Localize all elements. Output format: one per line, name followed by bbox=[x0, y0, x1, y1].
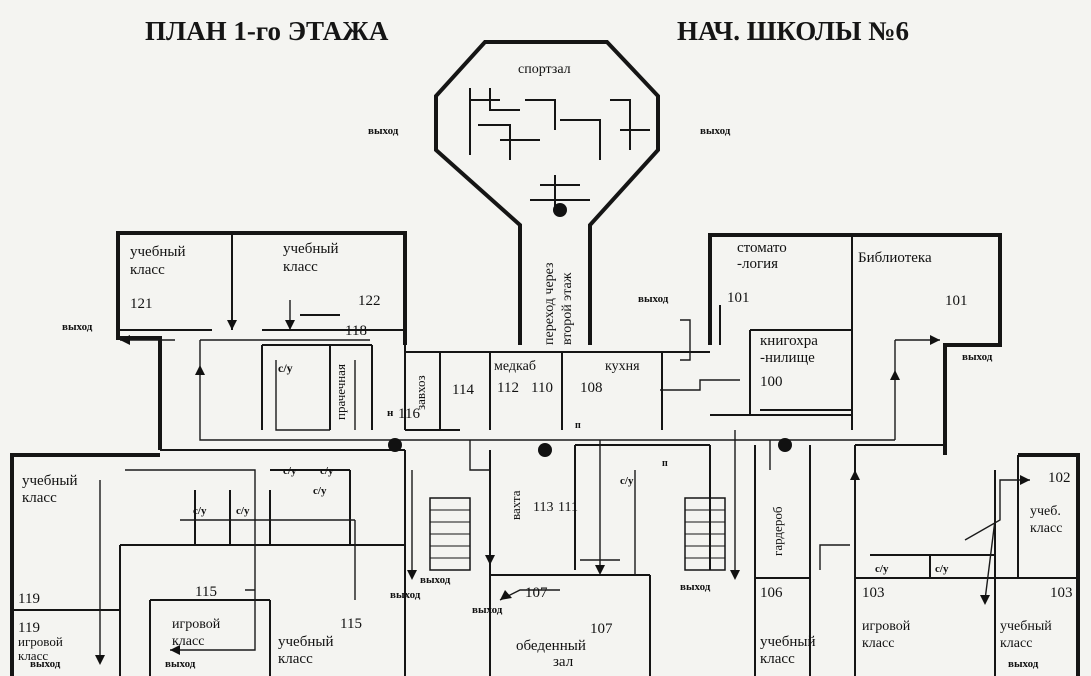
kitchen-label: кухня bbox=[605, 359, 640, 374]
room-108-number: 108 bbox=[580, 380, 603, 396]
gardrob-label: гардероб bbox=[770, 506, 785, 556]
class-102-label-b: класс bbox=[1030, 521, 1062, 536]
library-number: 101 bbox=[945, 293, 968, 309]
gym-equipment bbox=[469, 88, 650, 217]
exit-label-dent: выход bbox=[638, 293, 669, 305]
outer-walls bbox=[10, 231, 1080, 676]
vakhta-label: вахта bbox=[508, 490, 523, 520]
evacuation-routes bbox=[99, 300, 1030, 660]
passage-label-1: переход через bbox=[542, 262, 557, 345]
wc-e: с/у bbox=[313, 485, 327, 497]
extinguisher-icon bbox=[388, 438, 792, 457]
class-102-label-a: учеб. bbox=[1030, 504, 1061, 519]
room-122-label-b: класс bbox=[283, 259, 318, 275]
laundry-label: прачечная bbox=[333, 364, 348, 420]
exit-label-103: выход bbox=[1008, 658, 1039, 670]
room-122-label-a: учебный bbox=[283, 241, 338, 257]
passage-label-2: второй этаж bbox=[560, 272, 575, 345]
exit-label-library: выход bbox=[962, 351, 993, 363]
wc-c: с/у bbox=[283, 465, 297, 477]
play-103-label-a: игровой bbox=[862, 619, 911, 634]
storage-number: 100 bbox=[760, 374, 783, 390]
gym-outline bbox=[434, 40, 660, 240]
wc-f: с/у bbox=[620, 475, 634, 487]
room-106-number: 106 bbox=[760, 585, 783, 601]
room-119-label-a: учебный bbox=[22, 473, 77, 489]
wc-d: с/у bbox=[320, 465, 334, 477]
passage-corridor bbox=[518, 240, 592, 345]
play-103-label-b: класс bbox=[862, 636, 894, 651]
exit-label-stairs-3: выход bbox=[680, 581, 711, 593]
room-115-number-a: 115 bbox=[195, 584, 217, 600]
plan-title-right: НАЧ. ШКОЛЫ №6 bbox=[677, 16, 909, 46]
room-107-number-a: 107 bbox=[525, 585, 548, 601]
class-106-label-a: учебный bbox=[760, 634, 815, 650]
room-119-label-b: класс bbox=[22, 490, 57, 506]
class-115-label-a: учебный bbox=[278, 634, 333, 650]
room-112-number: 112 bbox=[497, 380, 519, 396]
class-106-label-b: класс bbox=[760, 651, 795, 667]
room-121-label-b: класс bbox=[130, 262, 165, 278]
room-122-number: 122 bbox=[358, 293, 381, 309]
plan-title-left: ПЛАН 1-го ЭТАЖА bbox=[145, 16, 389, 46]
route-arrowheads bbox=[95, 320, 1030, 665]
room-107-number-b: 107 bbox=[590, 621, 613, 637]
wc-a: с/у bbox=[193, 505, 207, 517]
dining-label-a: обеденный bbox=[516, 638, 586, 654]
exit-label-121: выход bbox=[62, 321, 93, 333]
medkab-label: медкаб bbox=[494, 359, 536, 374]
room-121-label-a: учебный bbox=[130, 244, 185, 260]
exit-label-stairs-2: выход bbox=[390, 589, 421, 601]
room-119-number-b: 119 bbox=[18, 620, 40, 636]
exit-label-119: выход bbox=[30, 658, 61, 670]
play-119-label-b: класс bbox=[18, 648, 48, 663]
room-121-number: 121 bbox=[130, 296, 153, 312]
class-103-label-b: класс bbox=[1000, 636, 1032, 651]
zavhoz-label: завхоз bbox=[413, 375, 428, 410]
dental-label-a: стомато bbox=[737, 240, 787, 256]
wc-b: с/у bbox=[236, 505, 250, 517]
library-label: Библиотека bbox=[858, 250, 932, 266]
room-102-number: 102 bbox=[1048, 470, 1071, 486]
room-103-number-b: 103 bbox=[1050, 585, 1073, 601]
wc-118: с/у bbox=[278, 361, 293, 375]
room-119-number-a: 119 bbox=[18, 591, 40, 607]
wc-h: с/у bbox=[935, 563, 949, 575]
exit-label-gym-right: выход bbox=[700, 125, 731, 137]
wc-g: с/у bbox=[875, 563, 889, 575]
exit-label-107: выход bbox=[472, 604, 503, 616]
room-110-number: 110 bbox=[531, 380, 553, 396]
mark-n: н bbox=[387, 407, 394, 419]
class-103-label-a: учебный bbox=[1000, 619, 1052, 634]
play-115-label-a: игровой bbox=[172, 617, 221, 632]
dental-label-b: -логия bbox=[737, 256, 778, 272]
dining-label-b: зал bbox=[553, 654, 574, 670]
storage-label-a: книгохра bbox=[760, 333, 818, 349]
dental-number: 101 bbox=[727, 290, 750, 306]
mark-p2: п bbox=[662, 458, 668, 469]
room-103-number-a: 103 bbox=[862, 585, 885, 601]
gym-label: спортзал bbox=[518, 62, 571, 77]
room-116-number: 116 bbox=[398, 406, 420, 422]
exit-label-stairs-1: выход bbox=[420, 574, 451, 586]
room-111-number: 111 bbox=[558, 500, 578, 515]
class-115-label-b: класс bbox=[278, 651, 313, 667]
storage-label-b: -нилище bbox=[760, 350, 815, 366]
exit-label-115: выход bbox=[165, 658, 196, 670]
play-115-label-b: класс bbox=[172, 634, 204, 649]
room-114-number: 114 bbox=[452, 382, 474, 398]
room-118-number: 118 bbox=[345, 323, 367, 339]
play-119-label-a: игровой bbox=[18, 634, 63, 649]
room-115-number-b: 115 bbox=[340, 616, 362, 632]
exit-label-gym-left: выход bbox=[368, 125, 399, 137]
room-113-number: 113 bbox=[533, 500, 553, 515]
mark-p1: п bbox=[575, 420, 581, 431]
